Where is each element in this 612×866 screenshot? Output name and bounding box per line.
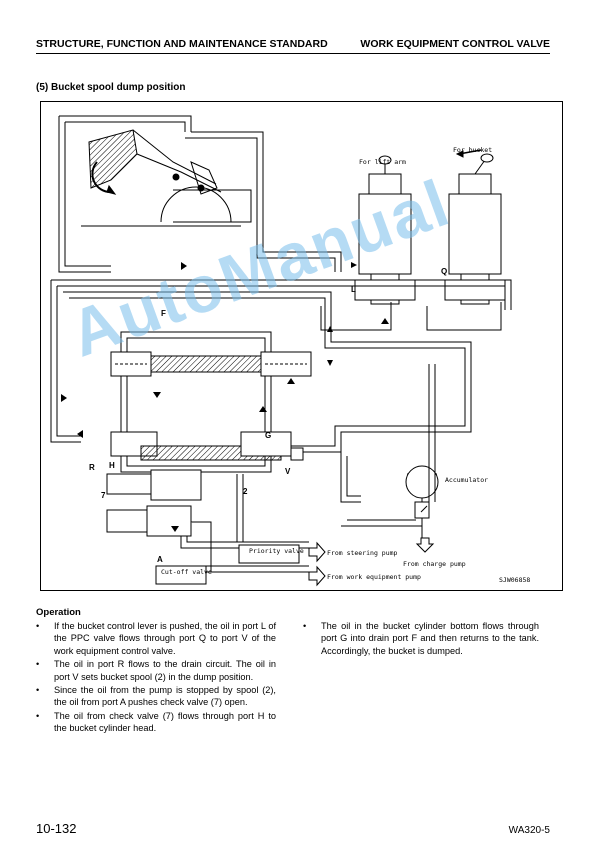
bullet-text: Since the oil from the pump is stopped b… [54, 685, 276, 708]
label-spool-2: 2 [243, 487, 248, 496]
bullet-dot: • [36, 710, 40, 721]
bullet-text: If the bucket control lever is pushed, t… [54, 621, 276, 656]
label-from-steering-pump: From steering pump [327, 549, 398, 557]
bullet-text: The oil in the bucket cylinder bottom fl… [321, 621, 539, 656]
label-for-lift-arm: For lift arm [359, 158, 406, 166]
label-priority-valve: Priority valve [249, 547, 304, 555]
section-subtitle: (5) Bucket spool dump position [36, 82, 186, 93]
flow-arrows [61, 262, 389, 532]
model-code: WA320-5 [508, 825, 550, 836]
circuit-svg: For lift arm For bucket Accumulator Prio… [50, 115, 530, 587]
page-number: 10-132 [36, 821, 77, 836]
priority-valve-box [238, 544, 300, 564]
label-from-work-equipment-pump: From work equipment pump [327, 573, 421, 581]
bullet-text: The oil from check valve (7) flows throu… [54, 710, 276, 734]
operation-bullet: • The oil in port R flows to the drain ci… [36, 658, 276, 683]
ppc-valve-bucket [444, 149, 506, 305]
label-accumulator: Accumulator [445, 476, 488, 484]
bullet-dot: • [36, 659, 40, 670]
accumulator [341, 364, 439, 542]
operation-bullet: • If the bucket control lever is pushed, … [36, 620, 276, 657]
port-V: V [285, 467, 291, 476]
port-H: H [109, 461, 115, 470]
pilot-lines [50, 279, 512, 453]
label-from-charge-pump: From charge pump [403, 560, 466, 568]
label-check-valve-7: 7 [101, 491, 106, 500]
hydraulic-circuit-diagram: For lift arm For bucket Accumulator Prio… [40, 101, 563, 591]
loader-illustration [81, 129, 252, 227]
header-section-title: STRUCTURE, FUNCTION AND MAINTENANCE STAN… [36, 38, 328, 50]
pump-inlet-arrows [308, 537, 435, 587]
port-A: A [157, 555, 163, 564]
label-for-bucket: For bucket [453, 146, 492, 154]
ppc-valve-lift-arm [354, 155, 416, 305]
header-rule [36, 53, 550, 54]
operation-right-column: • The oil in the bucket cylinder bottom f… [303, 620, 539, 658]
port-F: F [161, 309, 166, 318]
lift-arm-spool [110, 351, 312, 377]
operation-bullet: • Since the oil from the pump is stopped … [36, 684, 276, 709]
figure-code: SJW06858 [499, 576, 530, 584]
operation-left-column: • If the bucket control lever is pushed, … [36, 620, 276, 736]
bucket-spool [110, 431, 304, 461]
bullet-dot: • [36, 621, 40, 631]
bullet-text: The oil in port R flows to the drain cir… [54, 659, 276, 682]
port-Q: Q [441, 267, 447, 276]
label-cut-off-valve: Cut-off valve [161, 568, 212, 576]
operation-heading: Operation [36, 607, 81, 618]
operation-bullet: • The oil from check valve (7) flows thro… [36, 710, 276, 735]
bullet-dot: • [36, 685, 40, 696]
operation-bullet: • The oil in the bucket cylinder bottom f… [303, 620, 539, 657]
tank-return-pipe [58, 115, 342, 273]
cut-off-valve-box [155, 565, 207, 585]
check-valve [106, 469, 212, 572]
bullet-dot: • [303, 621, 307, 631]
port-G: G [265, 431, 271, 440]
port-R: R [89, 463, 95, 472]
port-L: L [351, 285, 356, 294]
header-component-title: WORK EQUIPMENT CONTROL VALVE [360, 38, 550, 50]
